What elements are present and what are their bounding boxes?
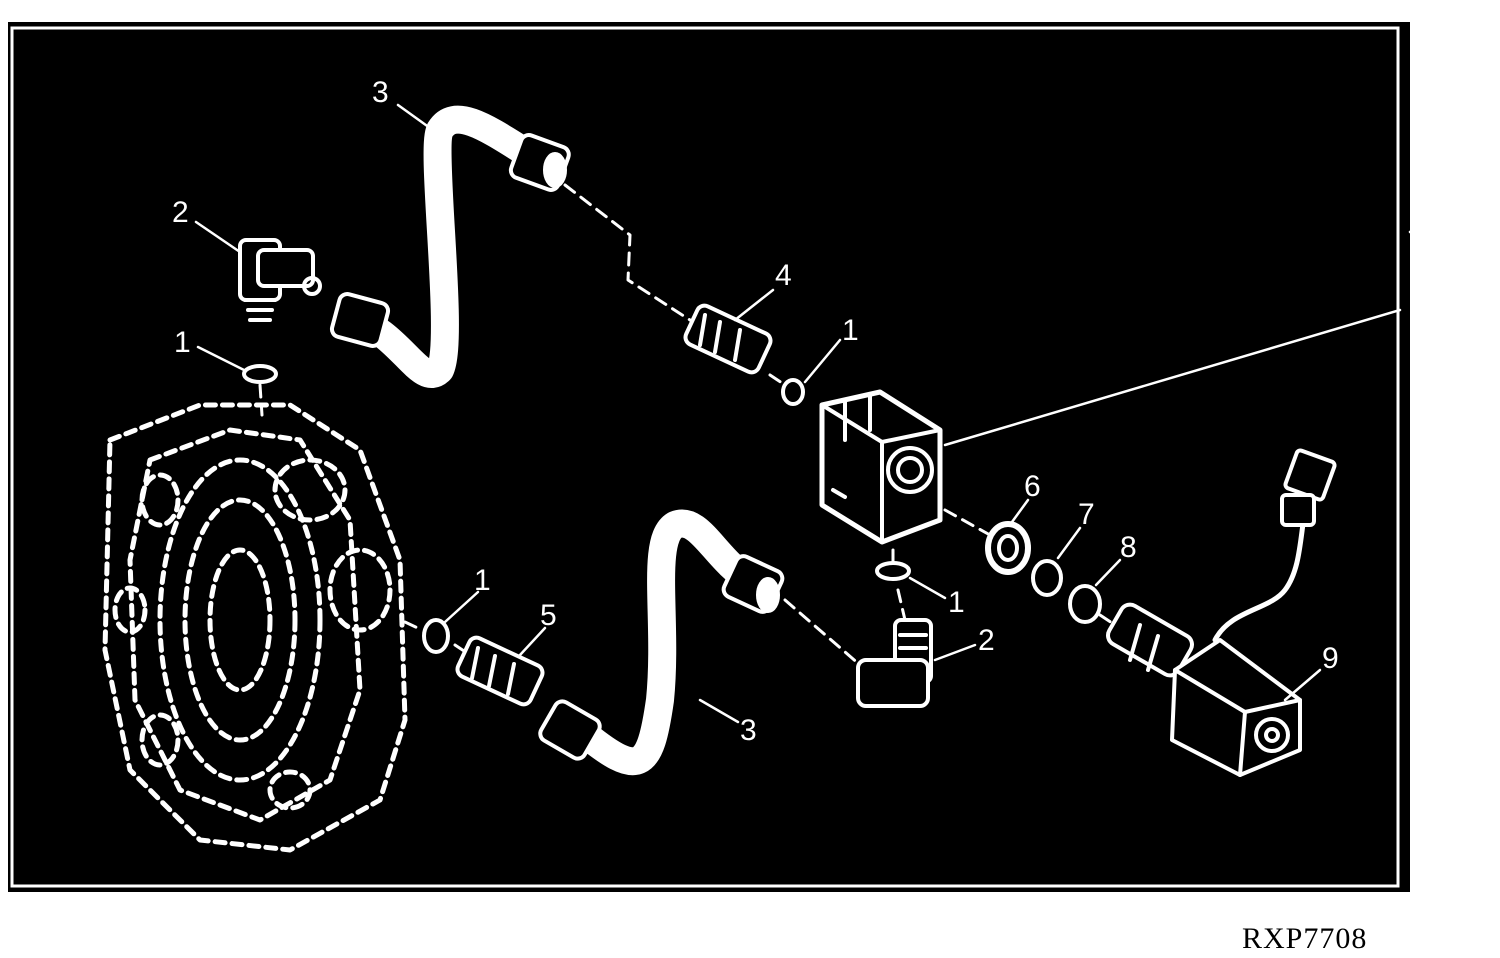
connector-5 xyxy=(455,635,545,707)
callout-6: 6 xyxy=(1024,470,1041,503)
seal-6 xyxy=(985,521,1031,575)
o-ring-upper-left xyxy=(242,364,278,384)
lower-hose-upper-fitting xyxy=(721,554,785,614)
callout-1-lower-center: 1 xyxy=(948,586,965,619)
solenoid-valve xyxy=(1106,448,1337,777)
callout-3-lower: 3 xyxy=(740,714,757,747)
callout-3-upper: 3 xyxy=(372,76,389,109)
lower-elbow-fitting xyxy=(856,618,933,708)
figure-reference-code: RXP7708 xyxy=(1242,922,1368,955)
diagram-frame xyxy=(10,26,1400,888)
diagram-panel xyxy=(8,22,1410,892)
o-ring-center xyxy=(781,378,805,406)
callout-1-center: 1 xyxy=(842,314,859,347)
callout-1-lower-left: 1 xyxy=(474,564,491,597)
callout-2-upper: 2 xyxy=(172,196,189,229)
leader-lines xyxy=(194,103,1457,724)
valve-block xyxy=(819,389,943,545)
transmission-housing xyxy=(102,402,408,853)
upper-hose-lower-fitting xyxy=(329,292,391,348)
upper-hose-end-fitting xyxy=(508,133,571,192)
connector-4 xyxy=(683,303,773,375)
upper-elbow-fitting xyxy=(238,238,322,322)
lower-hose xyxy=(566,509,764,776)
callout-9: 9 xyxy=(1322,642,1339,675)
assembly-lines xyxy=(258,183,1117,667)
upper-hose xyxy=(336,105,544,388)
callout-4: 4 xyxy=(775,259,792,292)
o-ring-8 xyxy=(1068,584,1102,624)
callout-1-upper-left: 1 xyxy=(174,326,191,359)
callout-5: 5 xyxy=(540,599,557,632)
callout-8: 8 xyxy=(1120,531,1137,564)
lower-hose-lower-fitting xyxy=(538,699,602,761)
callout-2-lower: 2 xyxy=(978,624,995,657)
o-ring-7 xyxy=(1031,559,1063,597)
callout-10: 10 xyxy=(1450,179,1483,212)
callout-7: 7 xyxy=(1078,498,1095,531)
o-ring-lower-left xyxy=(422,618,450,654)
